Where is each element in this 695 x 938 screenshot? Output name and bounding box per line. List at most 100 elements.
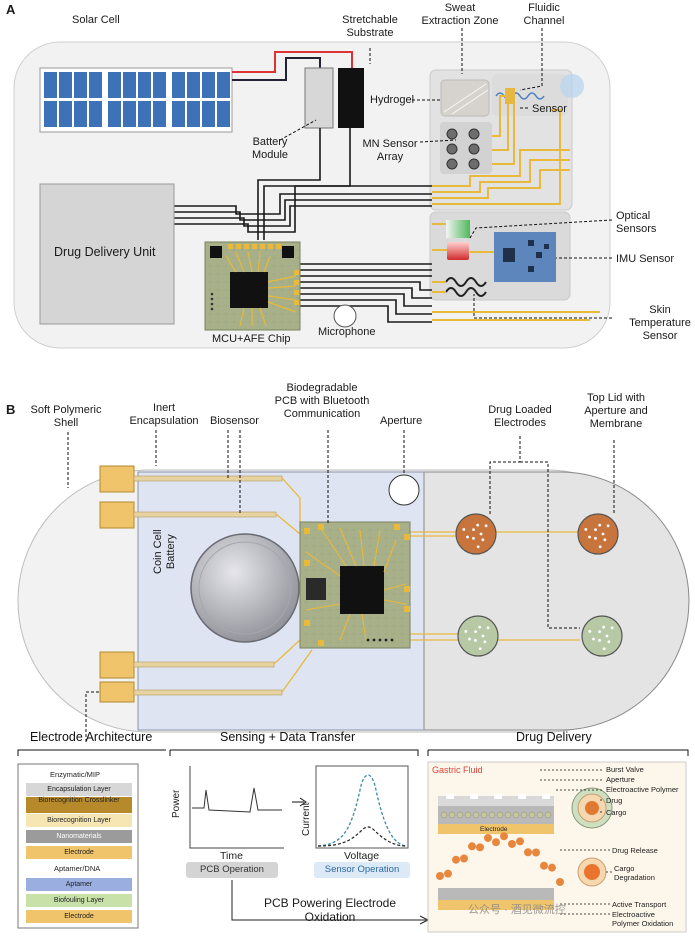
drug-particle xyxy=(606,524,610,528)
solar-cell-tile xyxy=(202,72,215,98)
pcb-pad xyxy=(404,534,410,540)
drug-particle xyxy=(484,524,488,528)
sensor-label: Sensor xyxy=(532,103,567,115)
released-cargo xyxy=(524,848,532,857)
cargo-particle xyxy=(448,811,456,819)
aperture-detail-label: Aperture xyxy=(606,775,635,784)
released-cargo xyxy=(516,837,524,846)
stretchable-substrate-shape xyxy=(338,68,364,128)
cargo-particle xyxy=(456,811,464,819)
drug-particle xyxy=(601,532,605,536)
drug-particle xyxy=(602,625,606,629)
mn-sensor-dot xyxy=(468,158,480,170)
inert-encapsulation-label: Inert Encapsulation xyxy=(129,402,198,428)
soft-shell-line1: Soft Polymeric xyxy=(30,404,102,416)
drug-particle xyxy=(483,640,487,644)
sensor-operation-badge: Sensor Operation xyxy=(314,862,410,878)
stretchable-substrate-line2: Substrate xyxy=(346,27,394,39)
drug-loaded-electrode xyxy=(577,513,619,555)
mcu-pad xyxy=(252,244,257,249)
released-cargo xyxy=(540,861,548,870)
solar-cell-tile xyxy=(44,72,57,98)
soft-shell-line2: Shell xyxy=(53,417,79,429)
skin-temp-line1: Skin xyxy=(649,304,671,316)
solar-cell-tile xyxy=(74,101,87,127)
cargo-particle xyxy=(496,811,504,819)
drug-electrodes-line2: Electrodes xyxy=(494,417,546,429)
electrode-stack: Enzymatic/MIP Encapsulation Layer Biorec… xyxy=(18,764,138,928)
fluidic-channel-block xyxy=(492,74,568,116)
pcb-pad xyxy=(318,524,324,530)
sensing-data-transfer-title: Sensing + Data Transfer xyxy=(220,730,356,744)
mcu-pad xyxy=(294,290,299,295)
cargo-particle xyxy=(480,811,488,819)
solar-cell-tile xyxy=(123,101,136,127)
layer-aptamer: Aptamer xyxy=(26,878,132,891)
solar-cell-tile xyxy=(153,72,166,98)
fluidic-channel-line1: Fluidic xyxy=(528,2,560,14)
pcb-powering-line2: Oxidation xyxy=(304,910,356,924)
drug-particle xyxy=(476,545,480,549)
drug-particle xyxy=(466,535,469,539)
battery-module-label: Battery Module xyxy=(252,136,288,162)
drug-loaded-electrode xyxy=(457,615,499,657)
solar-cell-tile xyxy=(89,72,102,98)
solar-cell-tile xyxy=(138,72,151,98)
layer-crosslinker: Biorecognition Crosslinker xyxy=(26,797,132,813)
top-lid-line1: Top Lid with xyxy=(586,392,646,404)
mcu-afe-chip-label: MCU+AFE Chip xyxy=(212,333,291,345)
mn-sensor-dot xyxy=(446,143,458,155)
drug-particle xyxy=(478,647,482,651)
drug-particle xyxy=(602,647,606,651)
cargo-particle xyxy=(512,811,520,819)
aptamer-title: Aptamer/DNA xyxy=(54,864,101,873)
time-axis-label: Time xyxy=(220,850,243,862)
mcu-pad xyxy=(294,300,299,305)
drug-particle xyxy=(481,538,485,542)
top-lid-line2: Aperture and xyxy=(584,405,648,417)
cargo-particle xyxy=(544,811,552,819)
drug-particle xyxy=(605,634,609,638)
drug-particle xyxy=(603,538,607,542)
drug-particle xyxy=(610,626,614,630)
top-lid-label: Top Lid with Aperture and Membrane xyxy=(584,392,648,431)
pcb-line2: PCB with Bluetooth xyxy=(274,395,370,407)
mn-sensor-dot xyxy=(468,128,480,140)
cargo-particle xyxy=(464,811,472,819)
drug-particle xyxy=(481,634,485,638)
drug-particle xyxy=(594,528,597,532)
pcb-line3: Communication xyxy=(283,408,361,420)
mn-sensor-array-label: MN Sensor Array xyxy=(362,138,417,164)
optical-sensors-line2: Sensors xyxy=(616,223,657,235)
active-transport-label: Active Transport xyxy=(612,900,667,909)
drug-particle xyxy=(479,532,483,536)
solar-cell-tile xyxy=(187,101,200,127)
electrode-detail-label: Electrode xyxy=(480,826,508,833)
drug-release-label: Drug Release xyxy=(612,846,658,855)
solar-cell-tile xyxy=(108,72,121,98)
mcu-pad xyxy=(276,244,281,249)
mn-sensor-array-line2: Array xyxy=(376,151,404,163)
drug-particle xyxy=(607,640,611,644)
microphone-label: Microphone xyxy=(318,326,376,338)
drug-loaded-electrode xyxy=(455,513,497,555)
capsule-right-compartment xyxy=(423,471,690,731)
electroactive-oxidation-label: Electroactive Polymer Oxidation xyxy=(612,910,673,928)
released-cargo xyxy=(484,833,492,842)
mcu-afe-chip-die xyxy=(230,272,268,308)
skin-temperature-sensor-label: Skin Temperature Sensor xyxy=(629,304,691,343)
mcu-pad xyxy=(294,280,299,285)
optical-sensors-line1: Optical xyxy=(616,210,651,222)
drug-electrodes-line1: Drug Loaded xyxy=(488,404,552,416)
layer-biorecognition: Biorecognition Layer xyxy=(26,814,132,827)
optical-sensors-label: Optical Sensors xyxy=(616,210,656,236)
drug-particle xyxy=(598,545,602,549)
drug-particle xyxy=(486,626,490,630)
layer-electrode-1: Electrode xyxy=(26,846,132,859)
pcb-pad xyxy=(404,586,410,592)
mcu-pad xyxy=(236,244,241,249)
drug-loaded-electrodes-label: Drug Loaded Electrodes xyxy=(488,404,552,430)
solar-cell-tile xyxy=(138,101,151,127)
drug-particle xyxy=(588,630,592,633)
